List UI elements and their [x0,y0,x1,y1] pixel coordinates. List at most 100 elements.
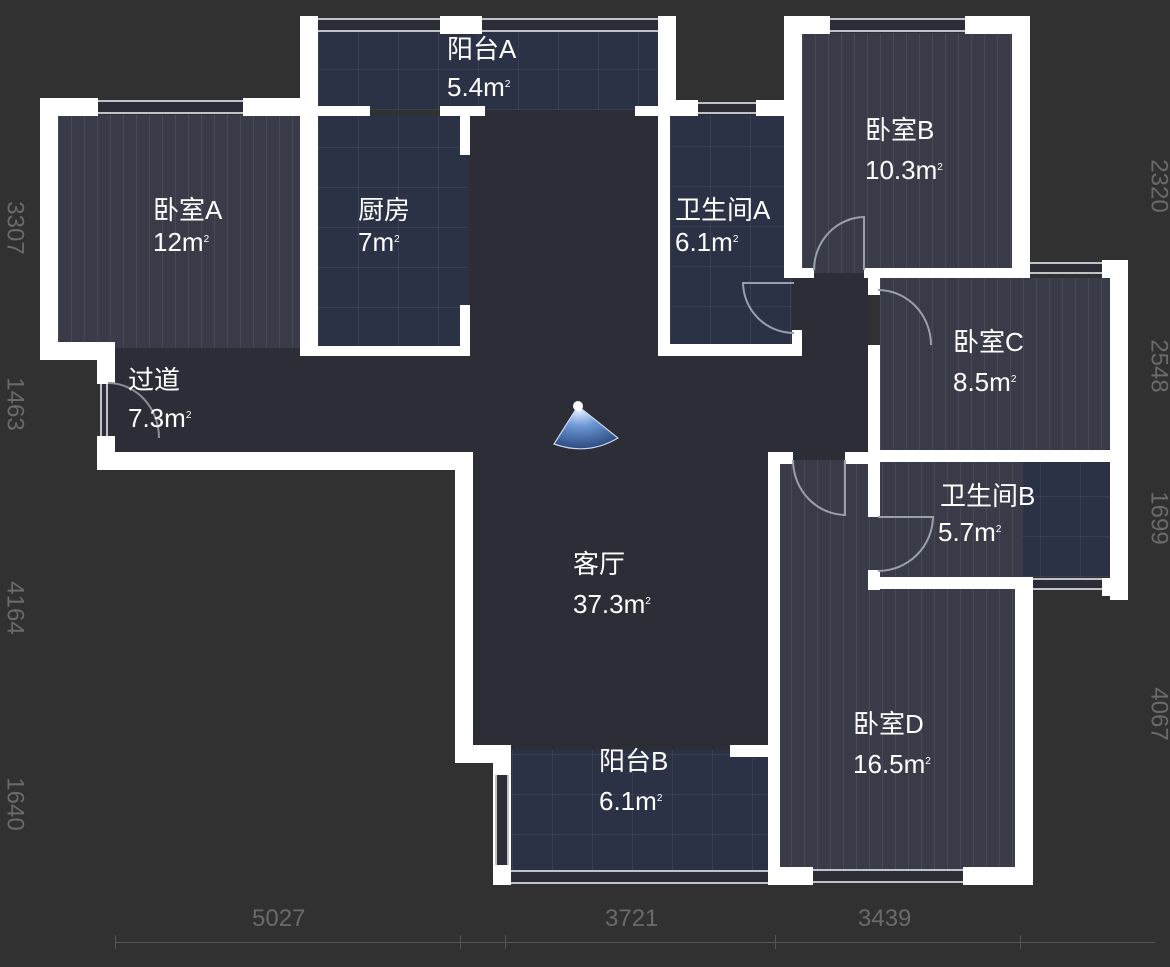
label-bedroom-b: 卧室B 10.3m2 [865,114,943,186]
window [318,18,658,32]
label-bedroom-d: 卧室D 16.5m2 [853,708,931,780]
room-name: 卧室D [853,709,924,739]
room-name: 卫生间A [675,195,771,225]
window [1030,262,1102,274]
wall [963,867,1033,885]
room-area: 16.5m2 [853,749,931,779]
room-name: 阳台B [599,746,669,776]
room-name: 卧室A [153,195,223,225]
dimension-tick [1020,935,1021,949]
room-area: 7.3m2 [128,403,192,433]
room-area: 6.1m2 [599,786,663,816]
wall [40,342,115,360]
room-area: 12m2 [153,227,210,257]
wall [658,344,802,356]
label-balcony-a: 阳台A 5.4m2 [447,33,516,103]
dimension-left-3: 4164 [1,581,29,635]
label-bathroom-b: 卫生间B 5.7m2 [938,480,1036,548]
room-name: 客厅 [573,549,626,579]
label-corridor: 过道 7.3m2 [128,364,191,434]
room-area: 37.3m2 [573,589,651,619]
window [830,18,965,32]
room-balcony-a[interactable] [318,30,658,110]
dimension-bottom-3: 3439 [858,905,912,932]
wall [97,342,115,384]
wall [784,16,830,34]
label-bathroom-a: 卫生间A 6.1m2 [675,194,770,258]
room-area: 5.7m2 [938,517,1002,547]
label-balcony-b: 阳台B 6.1m2 [599,745,668,817]
dimension-right-3: 1699 [1145,491,1170,545]
room-name: 卧室C [953,327,1024,357]
wall [868,462,880,517]
dimension-bottom-1: 5027 [252,905,306,932]
wall [658,16,676,116]
dimension-right-4: 4067 [1145,687,1170,741]
label-living-room: 客厅 37.3m2 [573,548,651,620]
dimension-left-2: 1463 [1,377,29,431]
wall [768,867,813,885]
wall [658,100,698,116]
room-bathroom-a[interactable] [670,115,792,347]
window [98,100,243,114]
room-corridor[interactable] [108,348,478,453]
wall [460,110,470,155]
room-kitchen[interactable] [318,115,468,348]
room-balcony-b[interactable] [512,750,768,875]
wall [97,452,472,470]
wall [868,450,1128,462]
wall [300,106,370,116]
dimension-left-1: 3307 [1,201,29,255]
room-area: 8.5m2 [953,367,1017,397]
wall [784,268,814,278]
room-area: 6.1m2 [675,227,739,257]
window [511,870,769,884]
wall [784,16,802,276]
wall [868,275,880,295]
window [1033,578,1103,590]
dimension-right-2: 2548 [1145,339,1170,393]
label-kitchen: 厨房 7m2 [358,194,410,258]
dimension-tick [505,935,506,949]
dimension-bottom-2: 3721 [605,905,659,932]
room-name: 阳台A [447,34,517,64]
room-name: 卫生间B [940,481,1036,511]
wall [493,868,511,885]
wall [455,452,473,762]
wall [1012,16,1030,278]
room-area: 10.3m2 [865,155,943,185]
wall [1102,578,1128,596]
wall [792,330,802,356]
wall [658,100,670,356]
room-bedroom-a[interactable] [58,115,306,348]
wall [1110,260,1128,600]
wall [635,106,675,116]
room-bedroom-c[interactable] [880,278,1112,450]
dimension-line-bottom [115,942,1155,943]
room-area: 7m2 [358,227,400,257]
dimension-tick [775,935,776,949]
window [813,869,963,883]
wall [300,16,318,356]
room-name: 过道 [128,365,181,395]
wall [243,98,318,116]
dimension-left-4: 1640 [1,777,29,831]
room-name: 卧室B [865,115,935,145]
room-area: 5.4m2 [447,72,511,102]
wall [460,305,470,355]
dimension-right-1: 2320 [1145,159,1170,213]
dimension-tick [460,935,461,949]
wall [300,346,470,356]
window [698,102,756,114]
wall [440,16,482,34]
camera-viewpoint-icon[interactable] [548,398,628,458]
wall [40,98,58,360]
wall [845,452,875,464]
wall [1015,585,1033,885]
wall [864,268,1030,278]
wall [868,577,1033,589]
wall [768,452,793,464]
wall [868,345,880,473]
entrance-door-frame [100,384,108,436]
window [495,775,509,865]
